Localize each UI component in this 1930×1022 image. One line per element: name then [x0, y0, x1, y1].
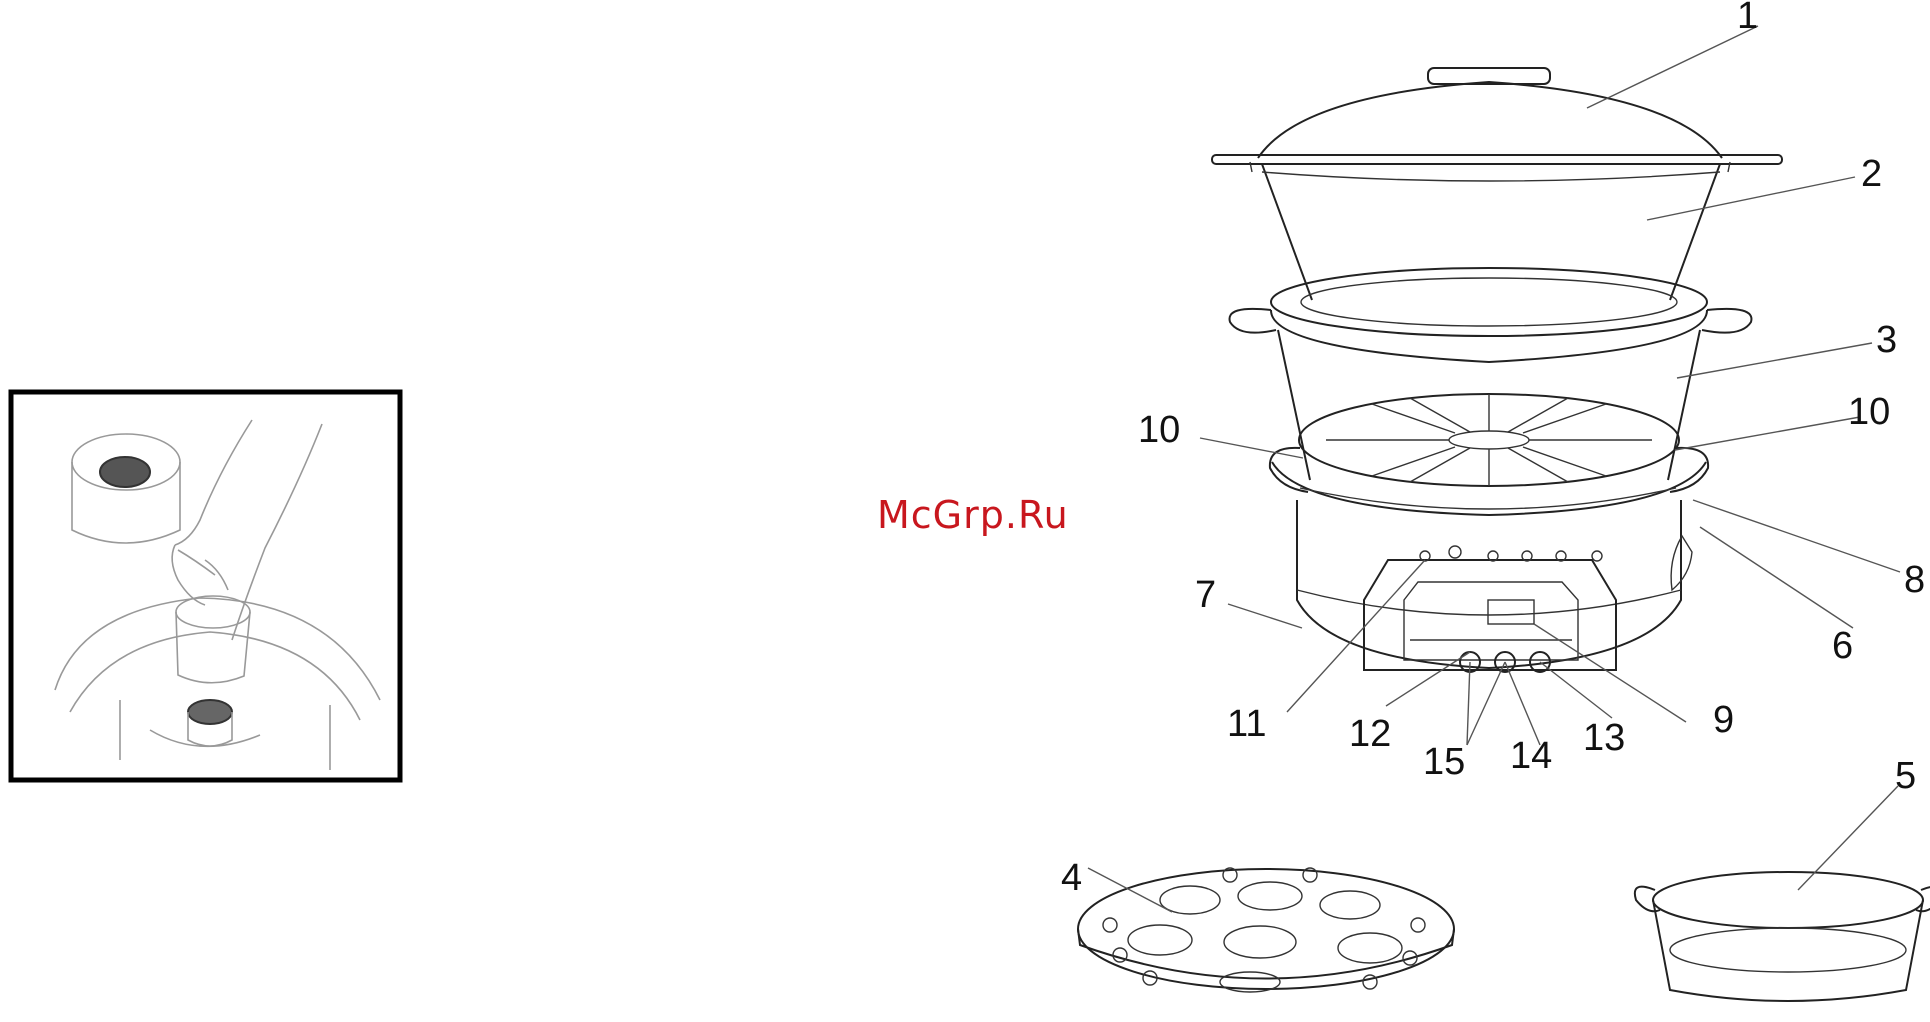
- callout-12: 12: [1349, 713, 1391, 755]
- lid-rim: [1212, 155, 1782, 164]
- egg-tray: [1078, 868, 1454, 992]
- callout-15: 15: [1423, 741, 1465, 783]
- leader-lines: [1200, 26, 1900, 745]
- callout-9: 9: [1713, 699, 1734, 741]
- callout-10-right: 10: [1848, 391, 1890, 433]
- lower-basket: [1299, 394, 1679, 486]
- callout-7: 7: [1195, 574, 1216, 616]
- callout-11: 11: [1227, 703, 1266, 745]
- callout-13: 13: [1583, 717, 1625, 759]
- watermark-text: McGrp.Ru: [877, 493, 1069, 537]
- callout-14: 14: [1510, 735, 1552, 777]
- inset-illustration: [11, 392, 400, 780]
- callout-2: 2: [1861, 153, 1882, 195]
- upper-basket-rim: [1230, 268, 1752, 362]
- callout-1: 1: [1737, 0, 1758, 37]
- callout-3: 3: [1876, 319, 1897, 361]
- callout-6: 6: [1832, 625, 1853, 667]
- base-housing: [1297, 500, 1692, 672]
- display-window: [1488, 600, 1534, 624]
- callout-4: 4: [1061, 857, 1082, 899]
- callout-8: 8: [1904, 559, 1925, 601]
- lid: [1212, 68, 1782, 172]
- callout-5: 5: [1895, 755, 1916, 797]
- callout-10-left: 10: [1138, 409, 1180, 451]
- rice-bowl: [1635, 786, 1930, 1001]
- steamer-main: [1200, 26, 1900, 745]
- function-icons: [1420, 546, 1602, 561]
